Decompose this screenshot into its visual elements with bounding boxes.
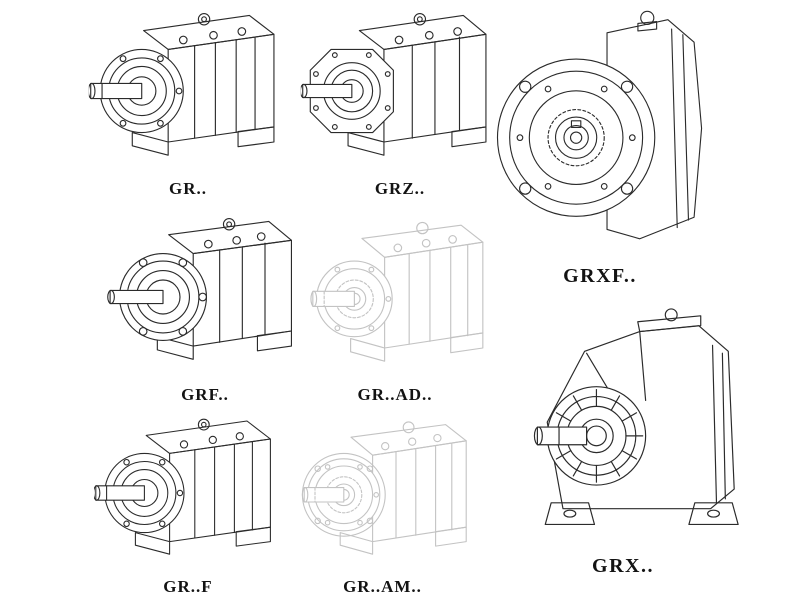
model-label-grz: GRZ.. — [374, 179, 426, 198]
figure-gram: GR..AM.. — [285, 412, 480, 597]
figure-grad: GR..AD.. — [295, 212, 495, 405]
model-label-grx: GRX.. — [592, 555, 654, 577]
model-label-grff: GR..F — [163, 577, 213, 596]
model-label-grxf: GRXF.. — [563, 265, 637, 287]
gearbox-drawing-gr — [88, 6, 288, 176]
model-label-grad: GR..AD.. — [357, 385, 433, 404]
gearbox-drawing-grf — [103, 212, 308, 382]
figure-grz: GRZ.. — [300, 6, 500, 199]
figure-grf: GRF.. — [100, 212, 310, 405]
model-label-grf: GRF.. — [181, 385, 229, 404]
gearbox-drawing-grxf — [490, 4, 710, 262]
figure-grx: GRX.. — [488, 306, 758, 578]
model-label-gr: GR.. — [169, 179, 207, 198]
figure-grxf: GRXF.. — [490, 4, 710, 288]
gearbox-drawing-gram — [285, 412, 480, 574]
figure-gr: GR.. — [88, 6, 288, 199]
figure-grff: GR..F — [88, 412, 288, 597]
gearbox-drawing-grz — [300, 6, 500, 176]
gearbox-drawing-grad — [295, 212, 495, 382]
gearbox-drawing-grff — [91, 412, 286, 574]
gearbox-drawing-grx — [489, 306, 757, 552]
model-label-gram: GR..AM.. — [343, 577, 422, 596]
